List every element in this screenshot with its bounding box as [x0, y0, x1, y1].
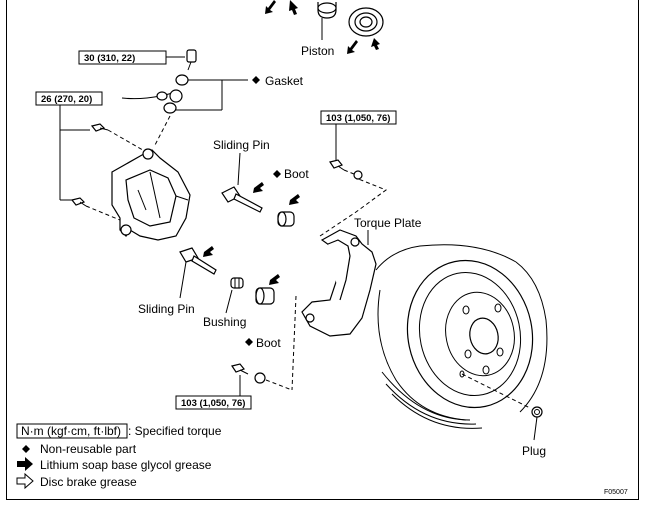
- grease-arrow-icon: [203, 246, 214, 257]
- diagram-frame: [6, 0, 639, 500]
- legend-non-reusable: Non-reusable part: [40, 442, 137, 456]
- torque-box-plate-lower: [175, 395, 252, 410]
- grease-arrow-icon: [253, 182, 264, 193]
- boot-bottom-label: Boot: [256, 336, 281, 350]
- sliding-pin-top-label: Sliding Pin: [213, 138, 270, 152]
- piston-label: Piston: [301, 44, 334, 58]
- gasket-upper: [175, 74, 189, 86]
- figure-code: F05007: [604, 489, 628, 496]
- bleeder-plug-part: [186, 49, 197, 71]
- hollow-arrow-icon: [16, 472, 34, 490]
- non-reusable-diamond-icon: [273, 170, 281, 178]
- sliding-pin-top: [221, 186, 263, 213]
- grease-arrow-icon: [289, 194, 300, 205]
- piston-part: [317, 2, 337, 19]
- washer-lower: [254, 372, 266, 384]
- torque-box-caliper: [35, 91, 103, 106]
- plug-label: Plug: [522, 444, 546, 458]
- legend-unit: N·m (kgf·cm, ft·lbf): [21, 424, 121, 438]
- torque-plate-bolt-upper: [329, 159, 345, 171]
- torque-plate-upper: 103 (1,050, 76): [326, 113, 390, 124]
- legend-lithium: Lithium soap base glycol grease: [40, 458, 212, 472]
- plug-part: [531, 406, 543, 418]
- torque-plate-label: Torque Plate: [354, 216, 422, 230]
- washer-upper: [353, 170, 363, 180]
- legend-unit-desc: : Specified torque: [128, 424, 222, 438]
- grease-arrow-icon: [265, 0, 380, 54]
- non-reusable-diamond-icon: [252, 76, 260, 84]
- caliper-bolt-upper: [90, 123, 109, 132]
- caliper-bolt-lower: [70, 197, 87, 207]
- gasket-label: Gasket: [265, 74, 304, 88]
- sliding-pin-bottom-label: Sliding Pin: [138, 302, 195, 316]
- torque-plate-part: [301, 229, 377, 337]
- gasket-lower: [163, 102, 177, 114]
- boot-top-label: Boot: [284, 167, 309, 181]
- legend-disc-grease: Disc brake grease: [40, 475, 137, 489]
- caliper-body: [111, 148, 191, 241]
- torque-caliper: 26 (270, 20): [41, 94, 92, 105]
- bushing-part: [230, 277, 244, 289]
- grease-arrow-icon: [269, 274, 280, 285]
- brake-disc-part: [375, 244, 548, 429]
- torque-bleeder: 30 (310, 22): [84, 53, 135, 64]
- sliding-pin-bottom: [179, 247, 217, 275]
- bushing-label: Bushing: [203, 315, 246, 329]
- legend-unit-box: [16, 423, 128, 439]
- piston-seal-part: [348, 7, 384, 37]
- torque-plate-bolt-lower: [231, 363, 249, 375]
- torque-plate-lower: 103 (1,050, 76): [181, 398, 245, 409]
- non-reusable-diamond-icon: [22, 445, 30, 453]
- boot-top: [277, 211, 295, 227]
- boot-bottom: [255, 287, 275, 305]
- non-reusable-diamond-icon: [245, 338, 253, 346]
- solid-arrow-icon: [17, 457, 33, 471]
- torque-box-plate-upper: [320, 110, 397, 125]
